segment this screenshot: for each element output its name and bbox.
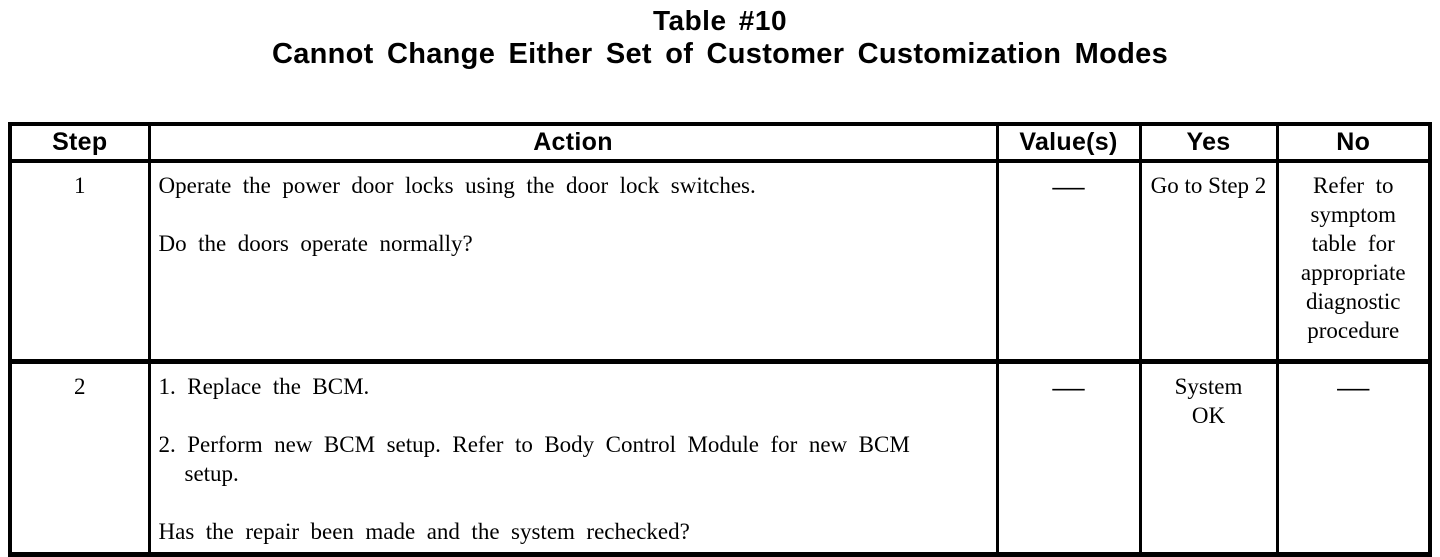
action-question: Do the doors operate normally? (158, 231, 473, 256)
column-header-no: No (1275, 122, 1432, 163)
action-list-item: 2. Perform new BCM setup. Refer to Body … (158, 432, 910, 486)
no-cell: Refer to symptom table for appropriate d… (1275, 159, 1432, 363)
column-header-yes: Yes (1138, 122, 1279, 163)
column-header-action: Action (147, 122, 999, 163)
action-text: Operate the power door locks using the d… (158, 173, 756, 198)
action-list-item: 1. Replace the BCM. (158, 374, 370, 399)
yes-cell: System OK (1138, 359, 1279, 556)
column-header-step: Step (8, 122, 151, 163)
action-cell: Operate the power door locks using the d… (147, 159, 999, 363)
diagnostic-table: Step Action Value(s) Yes No 1 Operate th… (8, 122, 1432, 557)
table-row: 2 1. Replace the BCM. 2. Perform new BCM… (8, 359, 1432, 556)
yes-cell: Go to Step 2 (1138, 159, 1279, 363)
em-dash: — (1337, 368, 1370, 404)
table-row: 1 Operate the power door locks using the… (8, 159, 1432, 363)
yes-text: System OK (1174, 374, 1243, 428)
no-cell: — (1275, 359, 1432, 556)
yes-text: Go to Step 2 (1150, 173, 1267, 198)
values-cell: — (995, 159, 1142, 363)
step-number-cell: 2 (8, 359, 151, 556)
action-question: Has the repair been made and the system … (158, 519, 690, 544)
page-title: Table #10 Cannot Change Either Set of Cu… (0, 0, 1440, 71)
action-cell: 1. Replace the BCM. 2. Perform new BCM s… (147, 359, 999, 556)
step-number-cell: 1 (8, 159, 151, 363)
column-header-values: Value(s) (995, 122, 1142, 163)
table-number-title: Table #10 (652, 5, 788, 36)
no-text: Refer to symptom table for appropriate d… (1300, 173, 1406, 343)
em-dash: — (1052, 167, 1085, 203)
values-cell: — (995, 359, 1142, 556)
em-dash: — (1052, 368, 1085, 404)
table-subtitle: Cannot Change Either Set of Customer Cus… (271, 38, 1169, 70)
table-header-row: Step Action Value(s) Yes No (8, 122, 1432, 163)
